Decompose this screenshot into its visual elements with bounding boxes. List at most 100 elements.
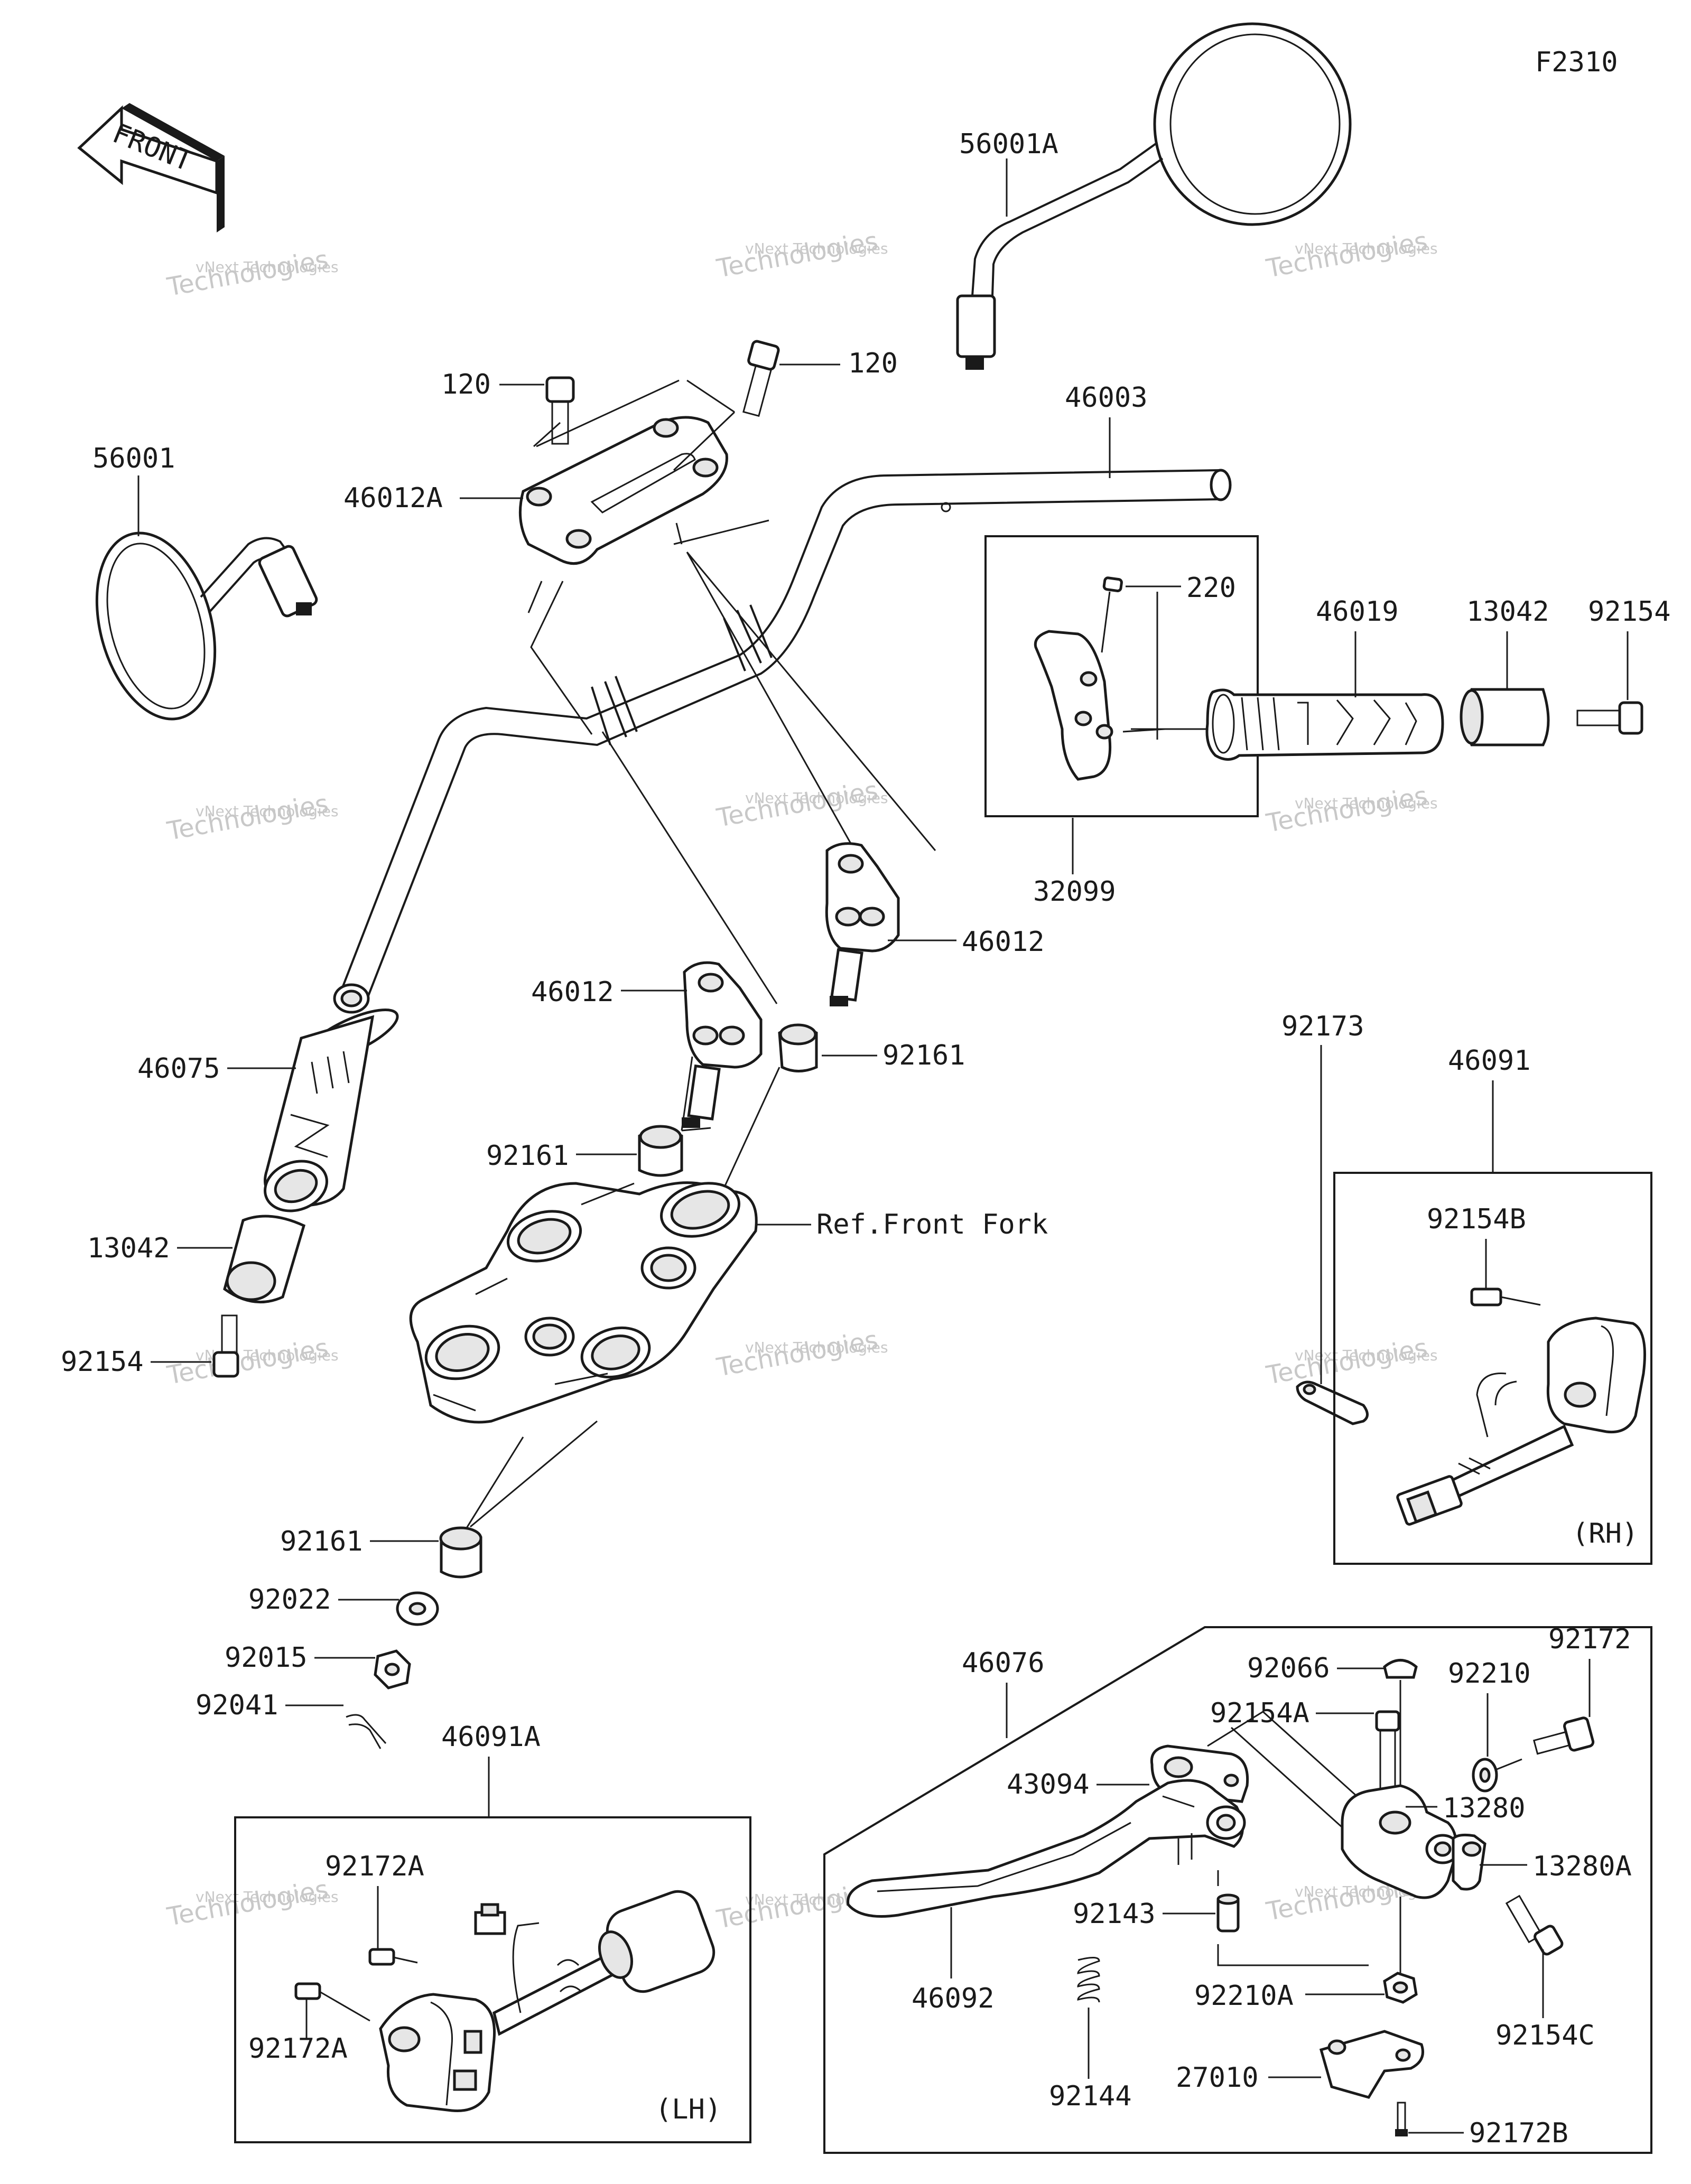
nut-92015-part bbox=[374, 1649, 411, 1690]
nut-92210A-part bbox=[1383, 1972, 1418, 2004]
rubber-92161-upper-part bbox=[778, 1023, 818, 1072]
triple-clamp-part bbox=[409, 1181, 758, 1424]
bolt-92154C-part bbox=[1505, 1894, 1564, 1956]
label-56001A: 56001A bbox=[959, 128, 1058, 160]
svg-text:vNext Technologies: vNext Technologies bbox=[196, 802, 339, 820]
label-27010: 27010 bbox=[1176, 2062, 1259, 2094]
cotter-pin-92041-part bbox=[346, 1714, 387, 1749]
svg-text:Technologies: Technologies bbox=[164, 1874, 330, 1932]
svg-text:vNext Technologies: vNext Technologies bbox=[745, 789, 888, 807]
label-92154-right: 92154 bbox=[1588, 596, 1671, 628]
label-43094: 43094 bbox=[1007, 1769, 1090, 1800]
rubber-92161-lower-part bbox=[439, 1526, 482, 1579]
bolt-92172-part bbox=[1532, 1716, 1595, 1755]
grip-46075-left-part bbox=[264, 1009, 399, 1212]
label-46003: 46003 bbox=[1065, 382, 1148, 414]
spring-92144-part bbox=[1077, 1957, 1100, 2003]
svg-text:vNext Technologies: vNext Technologies bbox=[196, 1888, 339, 1906]
label-92210A: 92210A bbox=[1194, 1980, 1294, 2012]
handlebar-clamp-46012A-part bbox=[518, 416, 728, 565]
riser-46012-left-part bbox=[682, 961, 763, 1128]
switch-27010-part bbox=[1319, 2030, 1424, 2099]
label-92144: 92144 bbox=[1049, 2080, 1132, 2112]
label-92210: 92210 bbox=[1448, 1658, 1531, 1690]
label-46012A: 46012A bbox=[343, 482, 443, 514]
label-13280A: 13280A bbox=[1532, 1851, 1632, 1882]
switch-rh-part bbox=[1396, 1287, 1646, 1526]
svg-text:Technologies: Technologies bbox=[1263, 781, 1429, 838]
label-46075: 46075 bbox=[137, 1053, 220, 1085]
label-92066: 92066 bbox=[1247, 1653, 1330, 1684]
screw-92172B-part bbox=[1395, 2102, 1408, 2136]
svg-text:Technologies: Technologies bbox=[1263, 1333, 1429, 1390]
svg-text:vNext Technologies: vNext Technologies bbox=[1295, 240, 1438, 257]
label-13280: 13280 bbox=[1443, 1793, 1526, 1824]
pin-92173-part bbox=[1296, 1380, 1369, 1425]
bolt-92154-left-part bbox=[212, 1314, 239, 1378]
svg-text:vNext Technologies: vNext Technologies bbox=[745, 1339, 888, 1356]
lever-46092-part bbox=[847, 1779, 1246, 1918]
label-92161-mid: 92161 bbox=[486, 1140, 569, 1172]
washer-92210-part bbox=[1472, 1758, 1498, 1793]
label-46091: 46091 bbox=[1448, 1045, 1531, 1077]
front-arrow-icon: FRONT bbox=[77, 103, 225, 232]
label-92154-left: 92154 bbox=[61, 1346, 144, 1378]
label-220: 220 bbox=[1186, 572, 1236, 604]
collar-92143-part bbox=[1216, 1893, 1240, 1933]
label-120-left: 120 bbox=[441, 369, 491, 400]
label-13042-left: 13042 bbox=[87, 1233, 170, 1264]
lever-holder-13280-part bbox=[1341, 1784, 1486, 1899]
washer-92022-part bbox=[396, 1591, 439, 1626]
label-92172B: 92172B bbox=[1469, 2117, 1568, 2149]
svg-text:Technologies: Technologies bbox=[714, 1325, 880, 1383]
mirror-right-part bbox=[956, 22, 1352, 370]
label-92173: 92173 bbox=[1281, 1011, 1364, 1042]
rh-label: (RH) bbox=[1572, 1518, 1638, 1550]
switch-lh-part bbox=[294, 1890, 716, 2113]
svg-text:Technologies: Technologies bbox=[1263, 226, 1429, 284]
lever-box bbox=[823, 1626, 1652, 2154]
label-92041: 92041 bbox=[196, 1690, 278, 1721]
svg-text:vNext Technologies: vNext Technologies bbox=[1295, 1347, 1438, 1364]
svg-text:vNext Technologies: vNext Technologies bbox=[745, 240, 888, 257]
riser-46012-right-part bbox=[825, 842, 900, 1006]
label-46092: 46092 bbox=[912, 1983, 995, 2014]
svg-text:vNext Technologies: vNext Technologies bbox=[196, 258, 339, 276]
label-92154C: 92154C bbox=[1495, 2020, 1595, 2051]
label-120-right: 120 bbox=[848, 348, 898, 379]
label-92161-lower: 92161 bbox=[280, 1526, 363, 1557]
label-92161-upper: 92161 bbox=[882, 1040, 965, 1071]
lh-label: (LH) bbox=[655, 2094, 721, 2125]
label-92172A-upper: 92172A bbox=[325, 1851, 424, 1882]
label-46012-right: 46012 bbox=[962, 926, 1045, 958]
lh-switch-box bbox=[234, 1816, 751, 2143]
label-32099: 32099 bbox=[1033, 876, 1116, 908]
svg-text:vNext Technologies: vNext Technologies bbox=[1295, 795, 1438, 812]
rubber-92161-mid-part bbox=[638, 1125, 683, 1177]
label-13042-right: 13042 bbox=[1466, 596, 1549, 628]
label-92015: 92015 bbox=[225, 1642, 308, 1674]
bolt-92154A-part bbox=[1375, 1710, 1400, 1800]
label-92154B: 92154B bbox=[1427, 1203, 1526, 1235]
svg-text:Technologies: Technologies bbox=[164, 245, 330, 302]
throttle-box bbox=[984, 535, 1259, 817]
fork-reference-label: Ref.Front Fork bbox=[816, 1209, 1048, 1240]
cap-92066-part bbox=[1383, 1659, 1418, 1679]
label-92172A-lower: 92172A bbox=[248, 2033, 348, 2065]
bolt-92154-right-part bbox=[1576, 701, 1643, 735]
label-46019: 46019 bbox=[1316, 596, 1399, 628]
label-46012-left: 46012 bbox=[531, 976, 614, 1008]
svg-text:Technologies: Technologies bbox=[164, 789, 330, 846]
svg-text:Technologies: Technologies bbox=[714, 776, 880, 833]
mirror-left-part bbox=[95, 531, 318, 721]
svg-text:Technologies: Technologies bbox=[714, 226, 880, 284]
bolt-120-left-part bbox=[545, 376, 575, 445]
bar-end-13042-left-part bbox=[223, 1215, 306, 1304]
bolt-120-right-part bbox=[742, 340, 780, 417]
handlebar-46003-part bbox=[333, 469, 1232, 1014]
label-92022: 92022 bbox=[248, 1584, 331, 1616]
label-46076: 46076 bbox=[962, 1647, 1045, 1679]
throttle-case-part bbox=[1034, 576, 1123, 781]
rh-switch-box bbox=[1333, 1172, 1652, 1565]
